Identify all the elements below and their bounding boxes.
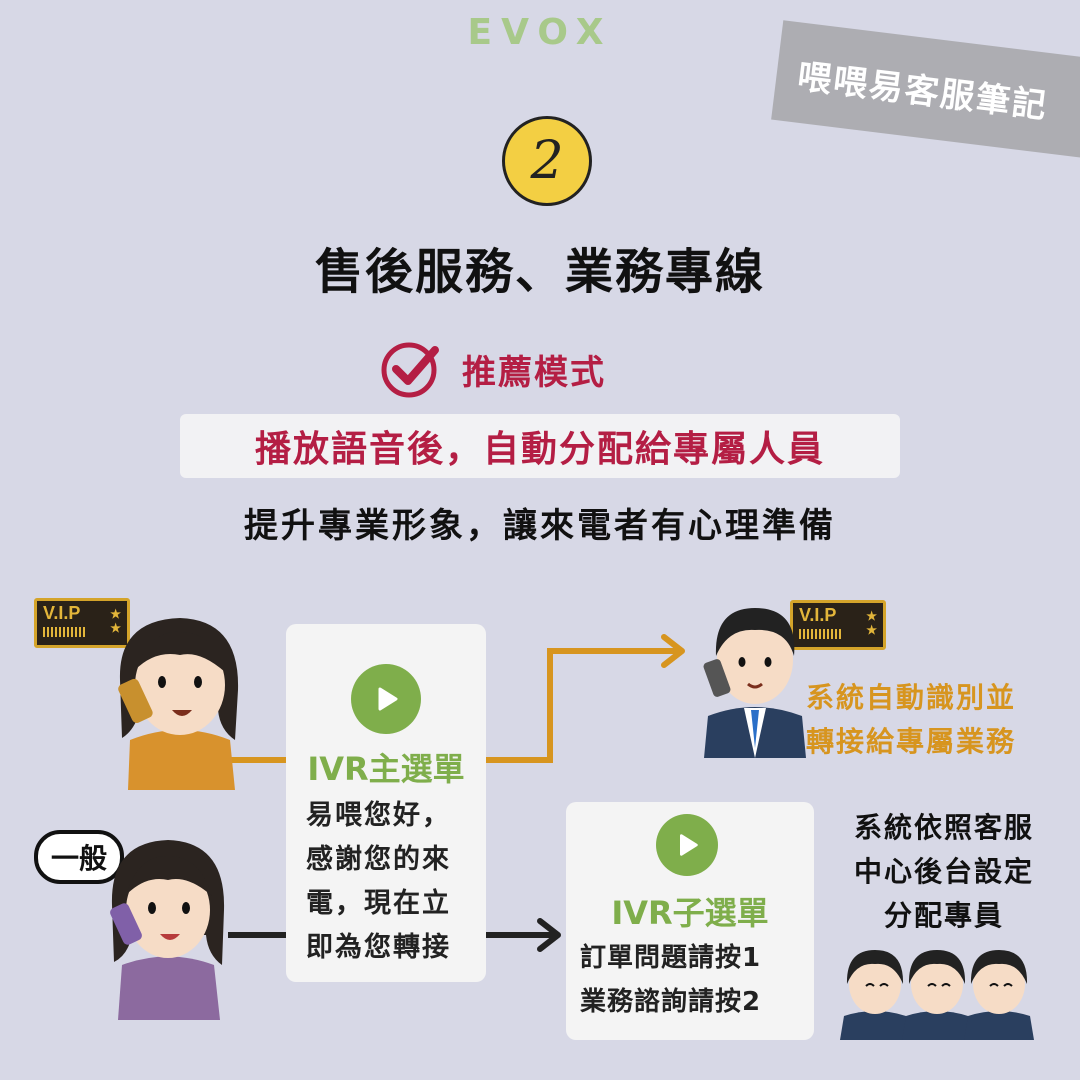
page-title: 售後服務、業務專線 xyxy=(314,244,765,300)
ivr-sub-menu-line: 訂單問題請按1 xyxy=(580,943,762,973)
vip-ticket: V.I.P ★★ xyxy=(34,598,130,648)
general-result-line: 系統依照客服 xyxy=(853,811,1034,844)
general-caller-badge: 一般 xyxy=(34,830,124,884)
vip-ticket-text: V.I.P xyxy=(799,605,837,625)
general-caller-badge-text: 一般 xyxy=(50,842,107,875)
play-icon xyxy=(351,664,421,734)
section-number: 2 xyxy=(530,131,564,191)
subline-text: 提升專業形象，讓來電者有心理準備 xyxy=(244,506,836,546)
general-result-line: 分配專員 xyxy=(883,899,1004,932)
ivr-main-menu-line: 易喂您好， xyxy=(306,800,451,831)
ivr-main-menu-line: 感謝您的來 xyxy=(306,844,451,875)
highlight-box: 播放語音後，自動分配給專屬人員 xyxy=(180,414,900,478)
ivr-main-menu-text: 易喂您好， 感謝您的來 電，現在立 即為您轉接 xyxy=(306,794,451,970)
play-icon xyxy=(656,814,718,876)
vip-ticket-text: V.I.P xyxy=(43,603,81,623)
ivr-sub-menu-card: IVR子選單 訂單問題請按1 業務諮詢請按2 xyxy=(566,802,814,1040)
ivr-main-menu-line: 電，現在立 xyxy=(306,888,451,919)
ivr-main-menu-title: IVR主選單 xyxy=(307,750,465,788)
agents-group-illustration xyxy=(830,940,1050,1040)
ivr-main-menu-card: IVR主選單 易喂您好， 感謝您的來 電，現在立 即為您轉接 xyxy=(286,624,486,982)
ivr-sub-menu-text: 訂單問題請按1 業務諮詢請按2 xyxy=(580,936,761,1024)
vip-result-line: 轉接給專屬業務 xyxy=(806,725,1017,758)
ivr-main-menu-line: 即為您轉接 xyxy=(306,932,451,963)
ivr-sub-menu-line: 業務諮詢請按2 xyxy=(580,987,762,1017)
general-result-text: 系統依照客服 中心後台設定 分配專員 xyxy=(830,806,1058,938)
recommend-label: 推薦模式 xyxy=(462,352,606,393)
recommend-row: 推薦模式 xyxy=(380,338,606,400)
vip-caller-illustration: V.I.P ★★ xyxy=(34,590,239,790)
ivr-sub-menu-title: IVR子選單 xyxy=(611,894,769,932)
highlight-text: 播放語音後，自動分配給專屬人員 xyxy=(254,429,825,470)
check-circle-icon xyxy=(381,342,439,398)
general-result-line: 中心後台設定 xyxy=(853,855,1034,888)
vip-ticket: V.I.P ★★ xyxy=(790,600,886,650)
vip-result-line: 系統自動識別並 xyxy=(806,681,1017,714)
vip-result-text: 系統自動識別並 轉接給專屬業務 xyxy=(806,676,1016,764)
brand-logo: EVOX xyxy=(467,12,613,53)
vip-agent-illustration: V.I.P ★★ xyxy=(700,590,900,760)
general-caller-illustration xyxy=(108,830,228,1020)
section-number-badge: 2 xyxy=(502,116,592,206)
